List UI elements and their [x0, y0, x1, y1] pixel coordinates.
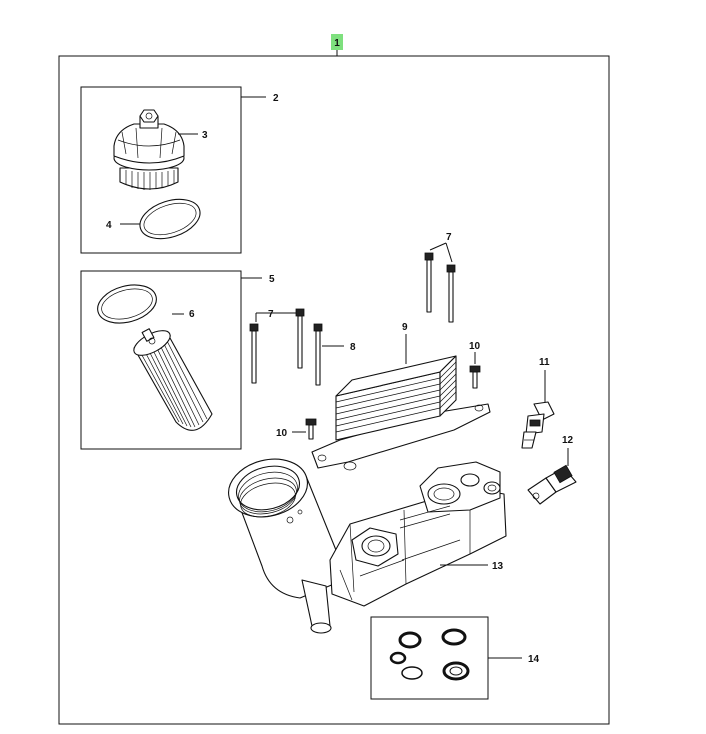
group-box-14: [370, 616, 489, 700]
sender-12-part[interactable]: [527, 464, 577, 505]
group-box-2: [80, 86, 242, 254]
callout-6[interactable]: 6: [189, 309, 195, 320]
callout-9[interactable]: 9: [402, 322, 408, 333]
callout-14[interactable]: 14: [528, 654, 540, 665]
assembly-badge[interactable]: 1: [331, 34, 343, 56]
seal-kit-part[interactable]: [389, 628, 470, 681]
badge-label: 1: [334, 38, 340, 49]
element-o-ring-part[interactable]: [93, 279, 160, 329]
bolt-7-left-part[interactable]: [249, 323, 259, 384]
callout-2[interactable]: 2: [273, 93, 279, 104]
group-box-5: [80, 270, 242, 450]
bolt-8-part[interactable]: [313, 323, 323, 386]
bolt-7-upper-left-part[interactable]: [424, 252, 434, 313]
filter-housing-part[interactable]: [222, 451, 507, 634]
sensor-11-part[interactable]: [521, 401, 555, 449]
oil-cooler-part[interactable]: [311, 355, 491, 471]
callout-3[interactable]: 3: [202, 130, 208, 141]
callout-5[interactable]: 5: [269, 274, 275, 285]
callout-11[interactable]: 11: [539, 357, 550, 368]
bolt-7-upper-right-part[interactable]: [446, 264, 456, 323]
bolt-7-middle-part[interactable]: [295, 308, 305, 369]
bolt-10-right-part[interactable]: [469, 365, 481, 389]
callout-13[interactable]: 13: [492, 561, 504, 572]
callout-7a[interactable]: 7: [268, 309, 274, 320]
filter-cap-part[interactable]: [113, 109, 185, 190]
cap-o-ring-part[interactable]: [135, 192, 205, 245]
callout-10a[interactable]: 10: [469, 341, 481, 352]
outer-frame: [58, 55, 610, 725]
callout-10b[interactable]: 10: [276, 428, 288, 439]
callout-7b[interactable]: 7: [446, 232, 452, 243]
callout-8[interactable]: 8: [350, 342, 356, 353]
callout-4[interactable]: 4: [106, 220, 112, 231]
bolt-10-left-part[interactable]: [305, 418, 317, 440]
callout-12[interactable]: 12: [562, 435, 574, 446]
filter-element-part[interactable]: [130, 326, 213, 431]
